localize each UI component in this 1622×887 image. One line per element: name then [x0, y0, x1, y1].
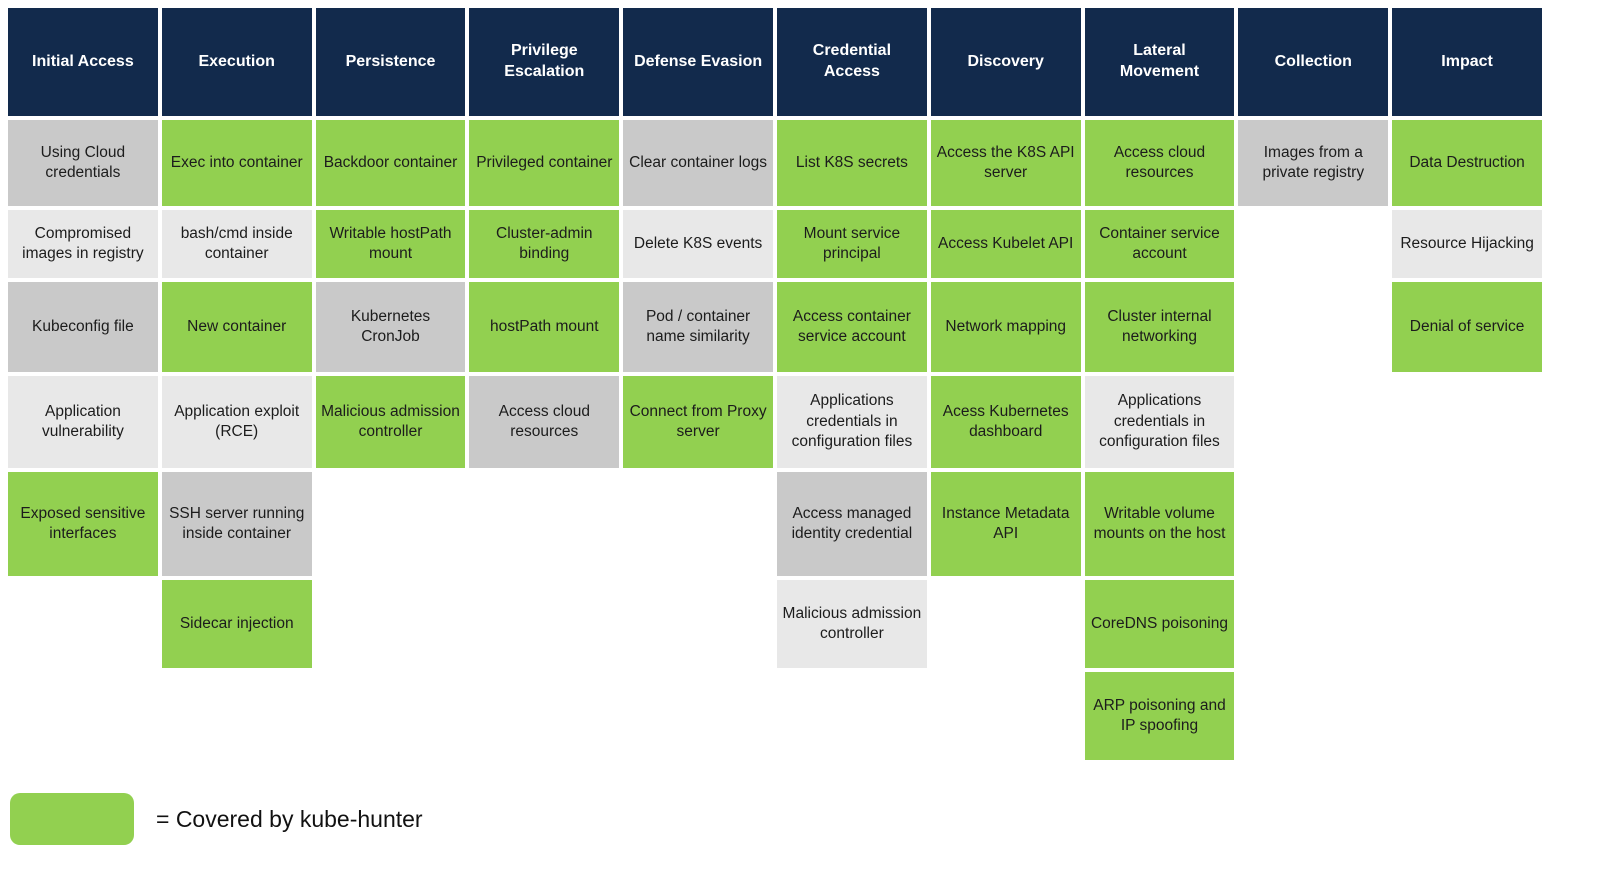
matrix-cell: Privileged container	[469, 120, 620, 206]
matrix-cell: Resource Hijacking	[1392, 210, 1542, 278]
matrix-cell: Writable volume mounts on the host	[1084, 472, 1235, 576]
legend: = Covered by kube-hunter	[10, 793, 423, 845]
column-header-execution: Execution	[161, 8, 312, 116]
matrix-cell: Delete K8S events	[623, 210, 773, 278]
matrix-cell: ARP poisoning and IP spoofing	[1084, 672, 1235, 760]
matrix-cell: Cluster internal networking	[1084, 282, 1235, 372]
matrix-cell: bash/cmd inside container	[161, 210, 312, 278]
matrix-cell: Application exploit (RCE)	[161, 376, 312, 468]
matrix-cell: Cluster-admin binding	[469, 210, 620, 278]
matrix-cell: Instance Metadata API	[930, 472, 1081, 576]
matrix-cell: Backdoor container	[315, 120, 466, 206]
matrix-cell: Images from a private registry	[1238, 120, 1389, 206]
matrix-cell: Access the K8S API server	[930, 120, 1081, 206]
column-header-defense-evasion: Defense Evasion	[623, 8, 773, 116]
matrix-cell: Using Cloud credentials	[8, 120, 158, 206]
matrix-cell: New container	[161, 282, 312, 372]
matrix-cell: Writable hostPath mount	[315, 210, 466, 278]
matrix-cell: Compromised images in registry	[8, 210, 158, 278]
matrix-cell: Malicious admission controller	[777, 580, 927, 668]
matrix-cell: Access cloud resources	[469, 376, 620, 468]
matrix-cell: Network mapping	[930, 282, 1081, 372]
matrix-cell: Applications credentials in configuratio…	[1084, 376, 1235, 468]
matrix-cell: SSH server running inside container	[161, 472, 312, 576]
matrix-cell: Application vulnerability	[8, 376, 158, 468]
matrix-cell: CoreDNS poisoning	[1084, 580, 1235, 668]
legend-label: = Covered by kube-hunter	[156, 805, 423, 832]
matrix-cell: Applications credentials in configuratio…	[777, 376, 927, 468]
column-header-credential-access: Credential Access	[777, 8, 927, 116]
column-header-lateral-movement: Lateral Movement	[1084, 8, 1235, 116]
legend-covered-swatch	[10, 793, 134, 845]
matrix-cell: Access managed identity credential	[777, 472, 927, 576]
matrix-cell: hostPath mount	[469, 282, 620, 372]
matrix-cell: Connect from Proxy server	[623, 376, 773, 468]
matrix-cell: Data Destruction	[1392, 120, 1542, 206]
matrix-cell: Sidecar injection	[161, 580, 312, 668]
matrix-cell: Malicious admission controller	[315, 376, 466, 468]
matrix-cell: Kubeconfig file	[8, 282, 158, 372]
matrix-cell: Access cloud resources	[1084, 120, 1235, 206]
matrix-cell: List K8S secrets	[777, 120, 927, 206]
column-header-collection: Collection	[1238, 8, 1389, 116]
matrix-cell: Denial of service	[1392, 282, 1542, 372]
column-header-privilege-escalation: Privilege Escalation	[469, 8, 620, 116]
matrix-cell: Pod / container name similarity	[623, 282, 773, 372]
column-header-discovery: Discovery	[930, 8, 1081, 116]
matrix-cell: Acess Kubernetes dashboard	[930, 376, 1081, 468]
matrix-cell: Exec into container	[161, 120, 312, 206]
matrix-cell: Access container service account	[777, 282, 927, 372]
matrix-cell: Mount service principal	[777, 210, 927, 278]
matrix-cell: Container service account	[1084, 210, 1235, 278]
column-header-initial-access: Initial Access	[8, 8, 158, 116]
column-header-impact: Impact	[1392, 8, 1542, 116]
matrix-cell: Exposed sensitive interfaces	[8, 472, 158, 576]
matrix-cell: Kubernetes CronJob	[315, 282, 466, 372]
column-header-persistence: Persistence	[315, 8, 466, 116]
matrix-cell: Access Kubelet API	[930, 210, 1081, 278]
matrix-cell: Clear container logs	[623, 120, 773, 206]
